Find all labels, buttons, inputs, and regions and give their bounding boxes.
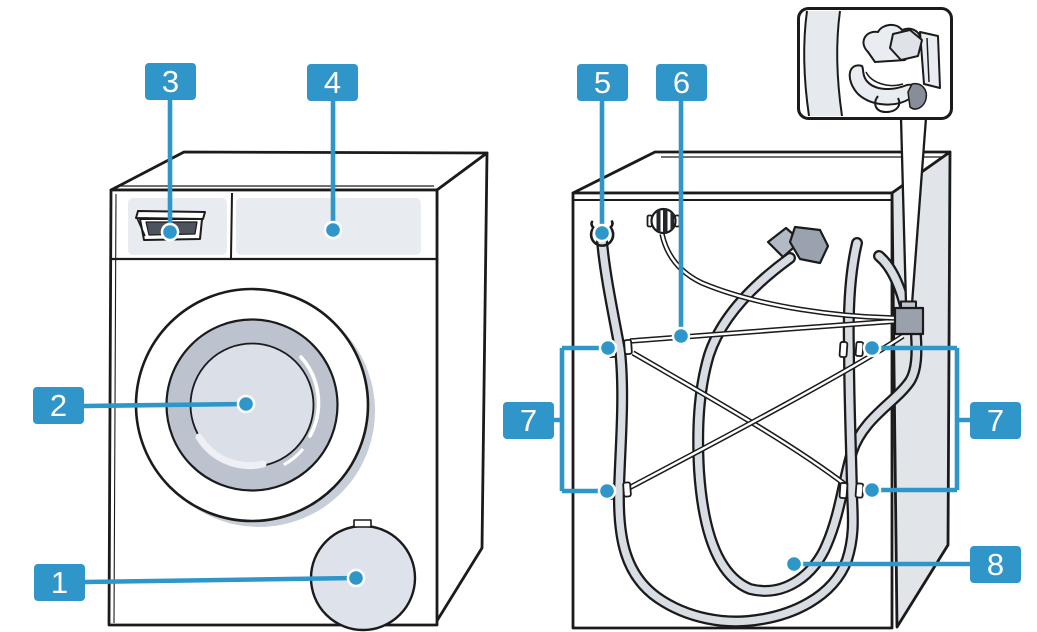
power-plug (766, 225, 830, 265)
callout-4-control-panel: 4 (307, 64, 358, 101)
drain-hose-horizontal (629, 318, 898, 344)
drain-hose-outlet-ring (589, 220, 615, 247)
callout-8-hoses: 8 (970, 546, 1021, 583)
callout-2-leader (83, 401, 247, 409)
hose-end-stub (873, 250, 911, 312)
callout-5-hose-outlet: 5 (577, 64, 628, 101)
glass-highlight-1 (299, 355, 321, 438)
power-cable-hose (692, 252, 923, 597)
inset-pointer (899, 117, 928, 305)
power-cord (659, 233, 897, 321)
callout-1-leader (84, 575, 357, 585)
callout-7-right-bracket (872, 345, 970, 493)
panel-divider-line (230, 192, 233, 259)
callout-7-left-bracket (554, 345, 608, 494)
drain-hose-diagonal-1 (631, 350, 849, 489)
hose-holder-clip-inset (797, 7, 953, 120)
hose-holder-block (893, 300, 925, 336)
rear-top-face (571, 150, 952, 195)
callout-6-drain-hose: 6 (656, 64, 707, 101)
front-left-edge-line (113, 193, 117, 624)
callout-1-service-flap: 1 (34, 564, 85, 601)
callout-leader-lines (83, 100, 970, 585)
inset-machine-edge (804, 11, 842, 116)
callout-leader-dots (160, 220, 882, 588)
front-side-face (433, 151, 489, 626)
callout-7-right-clips: 7 (970, 402, 1021, 439)
inset-clip-art (848, 24, 941, 113)
callout-7-left-clips: 7 (503, 402, 554, 439)
callout-2-door: 2 (33, 387, 84, 424)
inlet-hose (596, 235, 863, 628)
power-cord-holder (646, 207, 681, 235)
rear-view-machine (571, 7, 953, 630)
glass-highlight-2 (283, 448, 304, 466)
glass-light-crescent (195, 433, 267, 470)
front-top-face (109, 150, 489, 192)
front-view-machine (107, 150, 489, 632)
callout-3-detergent-drawer: 3 (145, 63, 196, 100)
